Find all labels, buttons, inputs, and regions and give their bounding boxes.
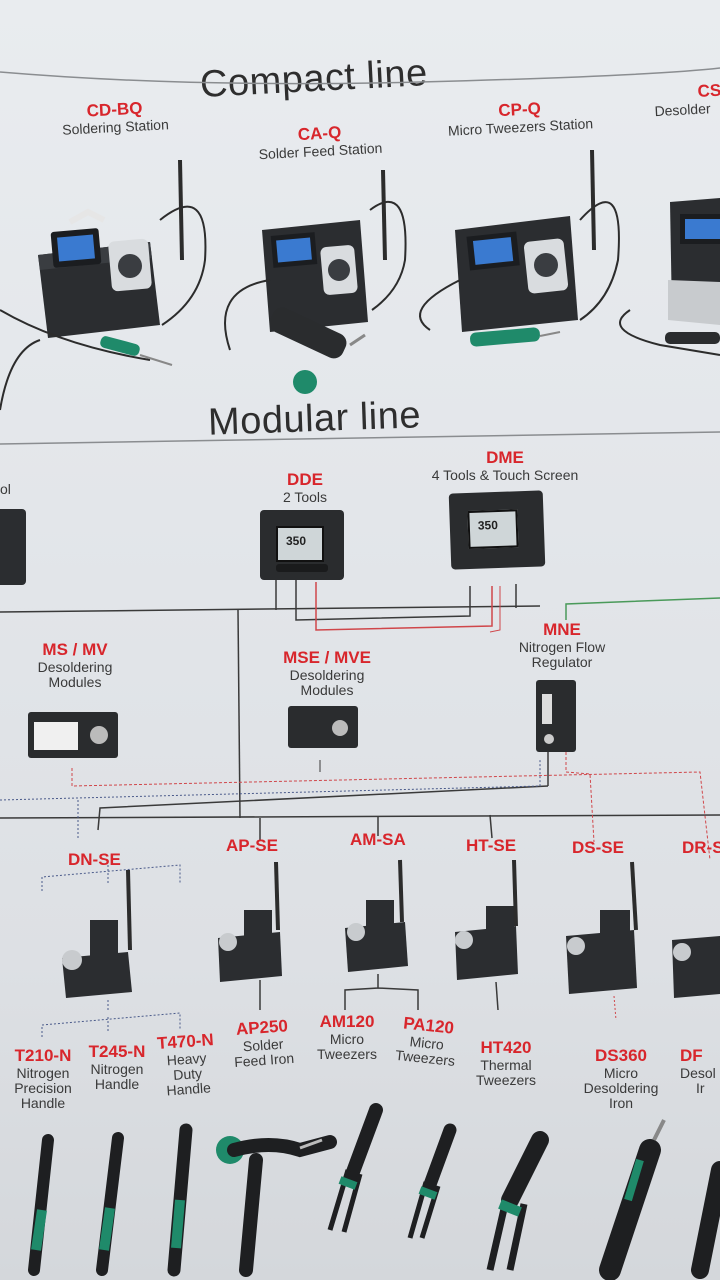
product-desc-line2: Tweezers [317,1046,377,1062]
product-desc-line3: Handle [20,1095,66,1111]
dde-screen: 350 [276,526,324,562]
handpiece-connectors [41,1012,181,1037]
stand-ht-se: HT-SE [466,836,517,855]
product-desc-line2: Regulator [531,654,593,670]
handpieces-illustration [28,1103,720,1280]
mne-unit [536,680,576,752]
handpiece-t245-n: T245-N Nitrogen Handle [80,1042,154,1092]
modular-divider [0,431,720,445]
module-ms-mv: MS / MV Desoldering Modules [10,640,140,690]
product-desc-line1: Desoldering [37,659,113,675]
stand-ds-se: DS-SE [572,838,624,857]
dme-screen: 350 [467,509,519,550]
product-desc-line2: Modules [48,674,102,690]
product-desc-line2: Handle [94,1076,140,1092]
handpiece-t210-n: T210-N Nitrogen Precision Handle [6,1046,80,1111]
stand-dn-se: DN-SE [68,850,121,869]
product-desc-line2: Precision [14,1080,72,1096]
module-mse-mve: MSE / MVE Desoldering Modules [262,648,392,698]
ms-mv-unit [28,712,118,758]
handpiece-ds360: DS360 Micro Desoldering Iron [566,1046,676,1111]
ht420-tweezers-icon [486,1131,549,1271]
am120-tweezers-icon [327,1103,383,1233]
product-code: DME [486,448,524,467]
stand-dr-s: DR-S [682,838,720,857]
df-iron-icon [691,1161,720,1279]
dde-screen-temp: 350 [286,534,307,548]
ht-se-stand-icon [455,859,518,980]
dde-unit: 350 [260,510,344,580]
product-desc-line1: Desoldering [289,667,365,683]
pa120-tweezers-icon [407,1123,457,1239]
stands-illustration [41,859,720,1021]
product-desc-line1: Nitrogen Flow [518,639,606,655]
handpiece-t470-n: T470-N Heavy Duty Handle [148,1029,226,1099]
product-code: T210-N [14,1046,72,1065]
product-code: AM120 [319,1012,375,1031]
product-desc-line1: Nitrogen [16,1065,70,1081]
t210-handle-icon [28,1134,54,1276]
compact-divider [0,67,720,85]
handpiece-ap250: AP250 Solder Feed Iron [224,1015,301,1070]
compact-stations-illustration [0,149,720,411]
ap250-iron-icon [216,1135,337,1277]
product-desc-line3: Iron [608,1095,634,1111]
product-desc-line2: Tweezers [476,1072,536,1088]
ds-se-stand-icon [566,861,638,994]
handpiece-ht420: HT420 Thermal Tweezers [466,1038,546,1088]
module-mne: MNE Nitrogen Flow Regulator [492,620,632,670]
compact-product-cs: CS Desolder [649,80,720,120]
product-desc-line1: Nitrogen [90,1061,144,1077]
product-desc-line2: Desoldering [583,1080,659,1096]
stand-ap-se: AP-SE [226,836,278,855]
compact-product-cd-bq: CD-BQ Soldering Station [39,96,191,139]
product-code: MS / MV [42,640,108,659]
product-desc-line2: Ir [696,1080,705,1096]
ds360-desoldering-iron-icon [599,1119,666,1280]
t470-handle-icon [167,1123,193,1277]
t245-handle-icon [96,1132,124,1276]
modular-station-dme: DME 4 Tools & Touch Screen [420,448,590,483]
desolder-station-icon [619,198,720,356]
handpiece-df: DF Desol Ir [680,1046,720,1096]
product-desc-line1: Micro [329,1031,365,1047]
am-sa-stand-icon [345,859,408,972]
product-code: DS360 [595,1046,647,1065]
partial-left-label: ol [0,481,11,497]
product-code: T245-N [88,1042,146,1061]
product-code: MSE / MVE [283,648,371,667]
solder-feed-station-icon [224,169,407,394]
compact-product-cp-q: CP-Q Micro Tweezers Station [429,95,611,139]
product-code: HT420 [480,1038,532,1057]
soldering-station-icon [0,159,207,411]
dr-s-stand-icon [672,936,720,998]
product-code: DDE [287,470,323,489]
dn-se-stand-icon [62,869,132,998]
modular-station-dde: DDE 2 Tools [240,470,370,505]
product-desc-line1: Micro [603,1065,639,1081]
ap-se-stand-icon [218,861,282,982]
product-desc: Desolder [654,100,711,120]
product-desc: 2 Tools [282,489,328,505]
product-code: MNE [543,620,581,639]
product-desc-line1: Desol [680,1065,716,1081]
handpiece-am120: AM120 Micro Tweezers [310,1012,384,1062]
partial-station-icon [0,509,26,585]
micro-tweezers-station-icon [419,149,620,347]
connection-wires [0,580,720,861]
product-desc: 4 Tools & Touch Screen [431,467,579,483]
dme-screen-temp: 350 [477,517,499,533]
dme-unit: 350 [448,490,546,570]
stand-am-sa: AM-SA [350,830,406,849]
product-desc-line2: Feed Iron [233,1049,295,1071]
mse-mve-unit [288,706,358,748]
product-code: DF [680,1046,703,1065]
handpiece-pa120: PA120 Micro Tweezers [388,1012,467,1069]
product-desc-line1: Thermal [480,1057,532,1073]
product-desc-line2: Modules [300,682,354,698]
